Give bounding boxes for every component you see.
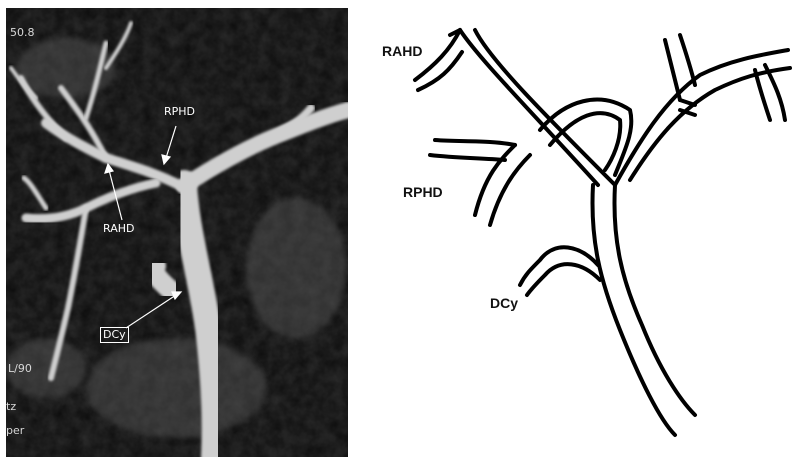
lhd-stub-1: [680, 100, 695, 105]
duct-schematic-drawing: [350, 0, 796, 461]
diagram-label-rahd: RAHD: [382, 43, 422, 59]
mri-label-rahd: RAHD: [103, 222, 134, 235]
mri-label-dcy: DCy: [100, 327, 129, 343]
mri-label-rphd: RPHD: [164, 105, 195, 118]
lhd-branch-2: [680, 35, 695, 85]
scan-value-label: 50.8: [10, 26, 35, 39]
mrcp-scan-graphic: [6, 8, 348, 457]
cbd-right-wall: [614, 185, 695, 415]
scan-info-label-2: per: [6, 424, 24, 437]
lhd-branch-3: [755, 70, 770, 120]
diagram-label-rphd: RPHD: [403, 184, 443, 200]
rahd-wall-2: [475, 30, 615, 185]
scan-window-label: L/90: [8, 362, 32, 375]
rahd-wall-1: [460, 30, 598, 185]
dcy-wall-2: [527, 264, 600, 295]
lhd-branch-1: [665, 40, 680, 100]
rphd-branch-2: [430, 155, 505, 160]
rphd-branch-1: [435, 140, 515, 145]
scan-info-label-1: tz: [6, 400, 16, 413]
mrcp-image: 50.8 L/90 tz per RPHD RAHD DCy: [6, 8, 348, 457]
diagram-label-dcy: DCy: [490, 295, 518, 311]
duct-schematic: RAHD RPHD DCy: [350, 0, 796, 461]
